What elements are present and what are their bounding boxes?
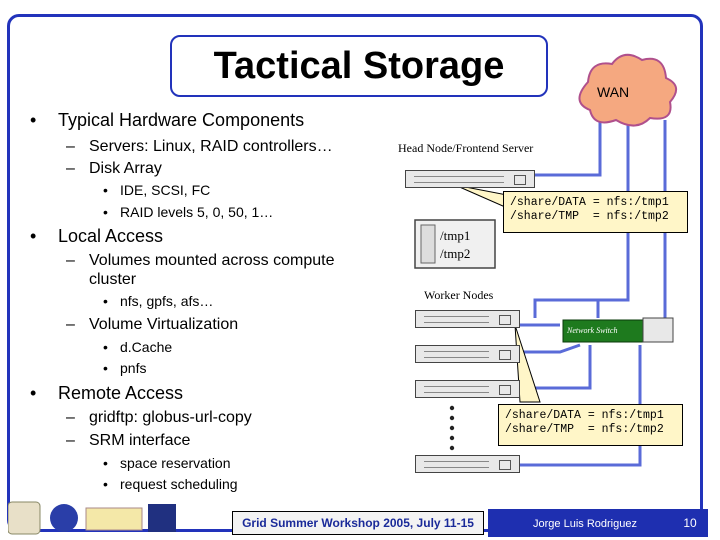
worker-nodes-label: Worker Nodes [424, 288, 494, 302]
bullet-raid-levels: RAID levels 5, 0, 50, 1… [120, 204, 274, 220]
bullet-typical-hardware: Typical Hardware Components [58, 110, 305, 130]
worker-node-server-icon [415, 310, 520, 328]
bullet-gridftp: gridftp: globus-url-copy [89, 409, 252, 426]
dash-mark: – [66, 252, 75, 269]
sub-bullet-mark: • [103, 339, 108, 355]
more-nodes-dots [449, 405, 455, 451]
sub-bullet-mark: • [103, 476, 108, 492]
worker-callout-line2: /share/TMP = nfs:/tmp2 [505, 423, 664, 436]
head-node-label: Head Node/Frontend Server [398, 141, 534, 155]
head-callout-line1: /share/DATA = nfs:/tmp1 [510, 196, 669, 209]
worker-node-server-icon [415, 455, 520, 473]
worker-node-server-icon [415, 345, 520, 363]
worker-callout: /share/DATA = nfs:/tmp1 /share/TMP = nfs… [498, 404, 683, 446]
head-callout-line2: /share/TMP = nfs:/tmp2 [510, 210, 669, 223]
head-node-server-icon [405, 170, 535, 188]
bullet-space-reservation: space reservation [120, 455, 231, 471]
page-number: 10 [683, 516, 697, 530]
ivdgl-logo-icon [50, 504, 78, 532]
network-switch-label: Network Switch [567, 326, 618, 335]
worker-callout-pointer [514, 324, 541, 403]
bullet-disk-array: Disk Array [89, 160, 162, 177]
dash-mark: – [66, 160, 75, 177]
bullet-volumes-mounted-cont: cluster [89, 271, 137, 288]
bullet-volume-virtualization: Volume Virtualization [89, 316, 239, 333]
footer-band [488, 509, 708, 537]
sub-bullet-mark: • [103, 455, 108, 471]
footer-logos [8, 501, 176, 535]
worker-callout-line1: /share/DATA = nfs:/tmp1 [505, 409, 664, 422]
bullet-pnfs: pnfs [120, 360, 147, 376]
worker-node-server-icon [415, 380, 520, 398]
disk-label-tmp2: /tmp2 [440, 246, 471, 261]
wan-label: WAN [597, 84, 630, 100]
sub-bullet-mark: • [103, 360, 108, 376]
bullet-ide-scsi: IDE, SCSI, FC [120, 182, 211, 198]
bullet-srm-interface: SRM interface [89, 432, 191, 449]
network-links [520, 120, 667, 467]
bullet-servers: Servers: Linux, RAID controllers… [89, 138, 333, 155]
dash-mark: – [66, 138, 75, 155]
sub-bullet-mark: • [103, 204, 108, 220]
head-callout: /share/DATA = nfs:/tmp1 /share/TMP = nfs… [503, 191, 688, 233]
bullet-nfs-gpfs: nfs, gpfs, afs… [120, 293, 214, 309]
title-box: Tactical Storage [170, 35, 548, 97]
bullet-mark: • [30, 110, 37, 130]
bullet-mark: • [30, 226, 37, 246]
grids-logo-icon [85, 507, 143, 531]
wan-cloud-icon [578, 53, 677, 127]
indiana-seal-icon [8, 501, 41, 535]
bullet-local-access: Local Access [58, 226, 164, 246]
ppdg-logo-icon [148, 504, 176, 532]
bullet-request-scheduling: request scheduling [120, 476, 238, 492]
bullet-volumes-mounted: Volumes mounted across compute [89, 252, 335, 269]
sub-bullet-mark: • [103, 182, 108, 198]
slide-title: Tactical Storage [213, 44, 505, 87]
sub-bullet-mark: • [103, 293, 108, 309]
author-name: Jorge Luis Rodriguez [533, 518, 637, 530]
disk-label-tmp1: /tmp1 [440, 228, 471, 243]
dash-mark: – [66, 409, 75, 426]
bullet-remote-access: Remote Access [58, 383, 184, 403]
dash-mark: – [66, 316, 75, 333]
bullet-dcache: d.Cache [120, 339, 173, 355]
bullet-mark: • [30, 383, 37, 403]
workshop-footer: Grid Summer Workshop 2005, July 11-15 [232, 511, 484, 535]
dash-mark: – [66, 432, 75, 449]
